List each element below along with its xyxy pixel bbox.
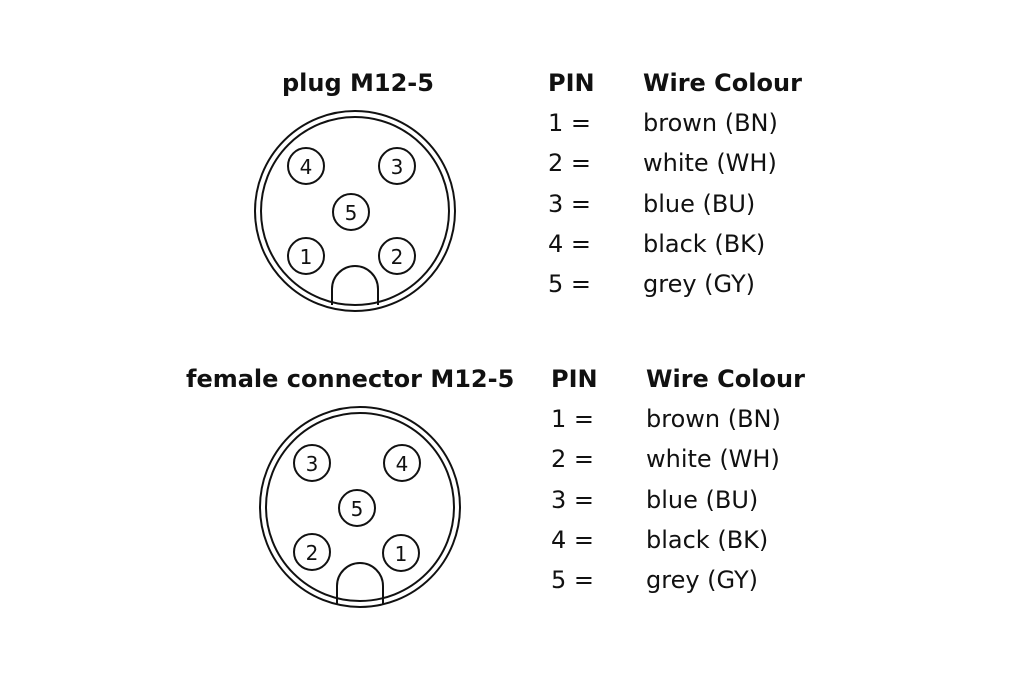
wire-colour-header: Wire Colour	[643, 69, 802, 97]
plug-connector-diagram: 4 3 5 1 2	[254, 110, 456, 312]
wire-colour: grey (GY)	[646, 565, 758, 594]
plug-title: plug M12-5	[282, 69, 434, 97]
plug-pin-label-1: 1	[300, 245, 313, 269]
female-connector-diagram: 3 4 5 2 1	[259, 406, 461, 608]
plug-pin-label-5: 5	[345, 201, 358, 225]
wire-colour: grey (GY)	[643, 269, 755, 298]
wire-colour: white (WH)	[643, 149, 777, 178]
female-pin-label-1: 1	[395, 542, 408, 566]
plug-pin-1	[287, 237, 325, 275]
plug-coding-key	[331, 265, 379, 305]
female-connector-title: female connector M12-5	[186, 365, 515, 393]
wire-colour: white (WH)	[646, 445, 780, 474]
pin-header: PIN	[551, 365, 598, 393]
pin-number: 5 =	[548, 269, 592, 298]
plug-pin-3	[378, 147, 416, 185]
plug-inner-ring	[260, 116, 450, 306]
wire-colour: black (BK)	[646, 525, 769, 554]
female-pin-label-4: 4	[396, 452, 409, 476]
pin-number: 2 =	[551, 445, 595, 474]
pin-number: 5 =	[551, 565, 595, 594]
pin-number: 1 =	[548, 109, 592, 138]
female-coding-key	[336, 562, 384, 605]
wire-colour: brown (BN)	[646, 405, 781, 434]
pin-number: 1 =	[551, 405, 595, 434]
pin-header: PIN	[548, 69, 595, 97]
female-pin-label-2: 2	[306, 541, 319, 565]
plug-pin-5	[332, 193, 370, 231]
pin-number: 4 =	[551, 525, 595, 554]
wire-colour-header: Wire Colour	[646, 365, 805, 393]
pin-number: 4 =	[548, 229, 592, 258]
female-pin-1	[382, 534, 420, 572]
pin-number: 2 =	[548, 149, 592, 178]
female-pin-label-3: 3	[306, 452, 319, 476]
female-inner-ring	[265, 412, 455, 602]
female-pin-5	[338, 489, 376, 527]
plug-pin-label-4: 4	[300, 155, 313, 179]
plug-pin-4	[287, 147, 325, 185]
wire-colour: blue (BU)	[643, 189, 756, 218]
pin-number: 3 =	[548, 189, 592, 218]
female-outer-ring	[259, 406, 461, 608]
female-pin-4	[383, 444, 421, 482]
female-pin-3	[293, 444, 331, 482]
plug-pin-label-3: 3	[391, 155, 404, 179]
wire-colour: black (BK)	[643, 229, 766, 258]
wire-colour: brown (BN)	[643, 109, 778, 138]
plug-pin-2	[378, 237, 416, 275]
plug-pin-label-2: 2	[391, 245, 404, 269]
female-pin-2	[293, 533, 331, 571]
female-pin-label-5: 5	[351, 497, 364, 521]
pin-number: 3 =	[551, 485, 595, 514]
wire-colour: blue (BU)	[646, 485, 759, 514]
plug-outer-ring	[254, 110, 456, 312]
